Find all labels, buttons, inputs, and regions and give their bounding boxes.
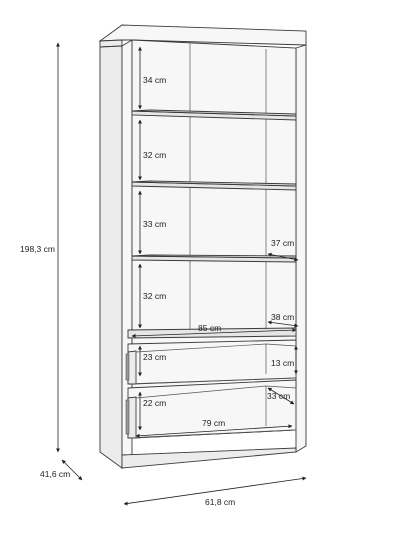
inner-width-label: 85 cm	[198, 323, 221, 333]
dimension-labels: 198,3 cm 41,6 cm 61,8 cm 34 cm 32 cm 33 …	[20, 75, 294, 507]
drawer-2-depth-label: 33 cm	[267, 391, 290, 401]
shelf-2-height-label: 32 cm	[143, 150, 166, 160]
cabinet-body	[98, 24, 307, 470]
shelf-depth-upper-label: 37 cm	[271, 238, 294, 248]
overall-width-label: 61,8 cm	[205, 497, 235, 507]
shelf-1-height-label: 34 cm	[143, 75, 166, 85]
drawer-2-height-label: 22 cm	[143, 398, 166, 408]
overall-height-label: 198,3 cm	[20, 244, 55, 254]
drawer-inner-width-label: 79 cm	[202, 418, 225, 428]
overall-depth-label: 41,6 cm	[40, 469, 70, 479]
shelf-4-height-label: 32 cm	[143, 291, 166, 301]
drawers	[125, 339, 297, 439]
drawer-1-inner-height-label: 13 cm	[271, 358, 294, 368]
shelf-3-height-label: 33 cm	[143, 219, 166, 229]
drawer-1-height-label: 23 cm	[143, 352, 166, 362]
dimension-lines	[56, 42, 307, 506]
shelf-depth-lower-label: 38 cm	[271, 312, 294, 322]
